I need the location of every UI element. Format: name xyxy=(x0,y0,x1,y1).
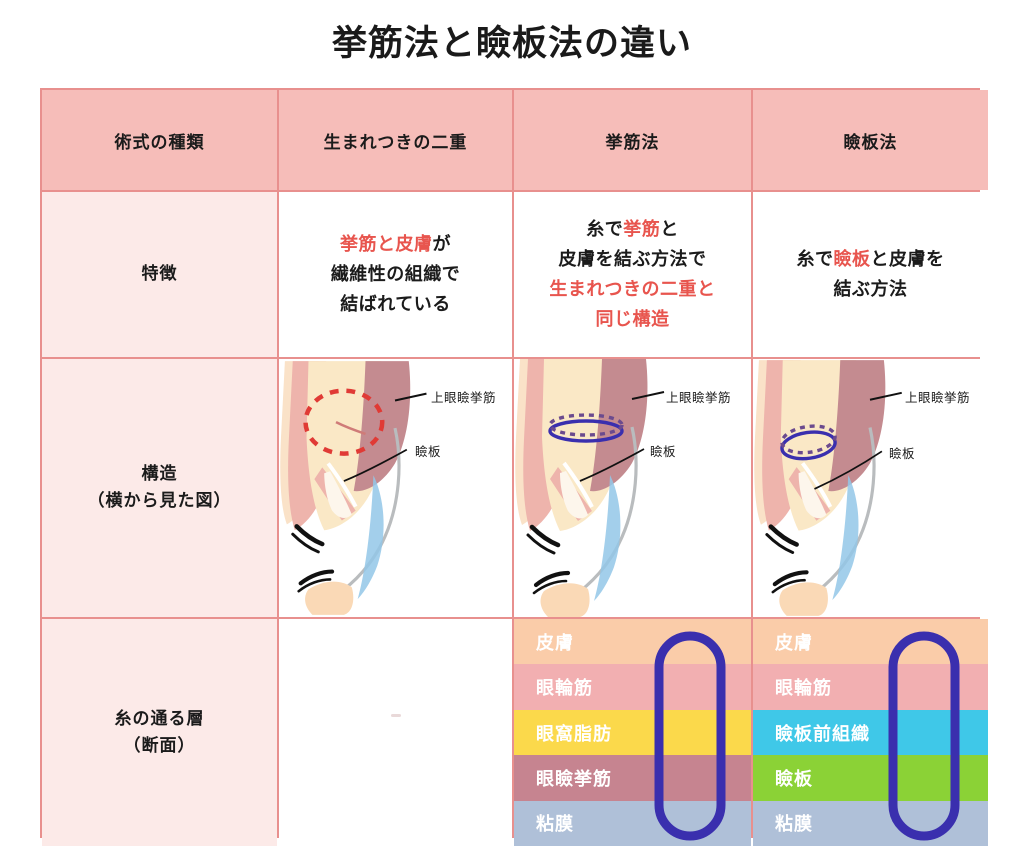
leader-line-levator xyxy=(394,392,427,402)
layer-band: 粘膜 xyxy=(514,800,751,846)
row-label-thread-layers-line2: （断面） xyxy=(123,735,196,756)
table-header-tarsal-method: 瞼板法 xyxy=(753,90,988,190)
feature-text: と xyxy=(660,218,679,240)
diagram-label-tarsus: 瞼板 xyxy=(889,446,916,461)
feature-line: 糸で瞼板と皮膚を xyxy=(797,245,945,275)
table-header-levator-method: 挙筋法 xyxy=(514,90,751,190)
layer-label: 瞼板 xyxy=(775,768,813,790)
layer-label: 粘膜 xyxy=(536,814,574,836)
eyelid-cross-section-icon xyxy=(280,361,427,615)
layer-label: 眼窩脂肪 xyxy=(536,723,612,745)
faint-mark xyxy=(390,714,401,718)
blue-thread-loop-solid xyxy=(780,430,837,461)
table-header-natural-double-eyelid: 生まれつきの二重 xyxy=(279,90,512,190)
red-dashed-highlight-circle xyxy=(303,388,385,456)
layer-band: 眼輪筋 xyxy=(514,664,751,710)
structure-diagram-natural: 上眼瞼挙筋 瞼板 xyxy=(279,359,512,617)
row-label-thread-layers: 糸の通る層 （断面） xyxy=(42,619,277,846)
feature-line-highlight: 生まれつきの二重と xyxy=(549,278,716,300)
comparison-table: 術式の種類 生まれつきの二重 挙筋法 瞼板法 特徴 挙筋と皮膚が 繊維性の組織で… xyxy=(40,88,988,846)
layer-label: 粘膜 xyxy=(775,814,813,836)
eyelid-anatomy-group xyxy=(280,361,427,615)
layer-label: 眼輪筋 xyxy=(536,678,593,700)
layer-band: 粘膜 xyxy=(753,800,988,846)
layer-label: 皮膚 xyxy=(775,632,813,654)
feature-text: と皮膚を xyxy=(870,248,945,270)
feature-text-highlight: 瞼板 xyxy=(833,248,871,270)
row-label-structure-line1: 構造 xyxy=(141,464,178,484)
blue-thread-loop-solid xyxy=(548,419,624,443)
leader-line-levator xyxy=(631,391,665,400)
layers-tarsal-method: 皮膚 眼輪筋 瞼板前組織 瞼板 粘膜 xyxy=(753,619,988,846)
layer-stack: 皮膚 眼輪筋 瞼板前組織 瞼板 粘膜 xyxy=(753,619,988,846)
layer-band: 瞼板 xyxy=(753,755,988,801)
layers-levator-method: 皮膚 眼輪筋 眼窩脂肪 眼瞼挙筋 粘膜 xyxy=(514,619,751,846)
feature-text-highlight: 挙筋 xyxy=(623,218,661,240)
eyelid-anatomy-group xyxy=(754,360,902,616)
leader-line-tarsus xyxy=(343,448,408,482)
feature-levator-method: 糸で挙筋と 皮膚を結ぶ方法で 生まれつきの二重と 同じ構造 xyxy=(514,192,751,357)
layer-label: 眼輪筋 xyxy=(775,678,832,700)
layer-band: 眼瞼挙筋 xyxy=(514,755,751,801)
diagram-label-tarsus: 瞼板 xyxy=(415,444,442,459)
eyelid-cross-section-icon xyxy=(754,360,902,616)
table-header-surgery-type: 術式の種類 xyxy=(42,90,277,190)
feature-tarsal-method: 糸で瞼板と皮膚を 結ぶ方法 xyxy=(753,192,988,357)
diagram-label-levator-muscle: 上眼瞼挙筋 xyxy=(905,390,971,405)
structure-diagram-levator-method: 上眼瞼挙筋 瞼板 xyxy=(514,359,751,617)
row-label-thread-layers-line1: 糸の通る層 xyxy=(114,708,205,729)
feature-line: 繊維性の組織で xyxy=(330,263,461,285)
leader-line-tarsus xyxy=(579,448,645,482)
layer-label: 眼瞼挙筋 xyxy=(536,768,612,790)
layer-label: 瞼板前組織 xyxy=(775,723,870,745)
feature-line: 皮膚を結ぶ方法で xyxy=(558,248,707,270)
feature-line-highlight: 同じ構造 xyxy=(595,308,670,330)
diagram-label-levator-muscle: 上眼瞼挙筋 xyxy=(666,390,732,405)
layer-band: 皮膚 xyxy=(753,619,988,665)
layer-band: 皮膚 xyxy=(514,619,751,665)
layer-stack: 皮膚 眼輪筋 眼窩脂肪 眼瞼挙筋 粘膜 xyxy=(514,619,751,846)
row-label-features: 特徴 xyxy=(42,192,277,357)
feature-text: 糸で xyxy=(796,248,834,270)
structure-diagram-tarsal-method: 上眼瞼挙筋 瞼板 xyxy=(753,359,988,617)
feature-text-highlight: 挙筋と皮膚 xyxy=(340,233,433,255)
layer-label: 皮膚 xyxy=(536,632,574,654)
feature-line: 挙筋と皮膚が xyxy=(331,230,461,260)
page-title: 挙筋法と瞼板法の違い xyxy=(331,24,692,64)
diagram-label-tarsus: 瞼板 xyxy=(650,444,677,459)
layers-natural-empty xyxy=(279,619,512,846)
feature-text: が xyxy=(432,233,451,255)
feature-natural-double-eyelid: 挙筋と皮膚が 繊維性の組織で 結ばれている xyxy=(279,192,512,357)
feature-line: 結ぶ方法 xyxy=(833,278,908,300)
layer-band: 眼窩脂肪 xyxy=(514,709,751,756)
blue-thread-loop-dashed xyxy=(548,413,624,437)
layer-band: 眼輪筋 xyxy=(753,664,988,710)
diagram-label-levator-muscle: 上眼瞼挙筋 xyxy=(431,390,497,405)
feature-text: 糸で xyxy=(586,218,624,240)
leader-line-tarsus xyxy=(814,450,883,490)
row-label-structure: 構造 （横から見た図） xyxy=(42,359,277,617)
layer-band: 瞼板前組織 xyxy=(753,709,988,756)
feature-line: 結ばれている xyxy=(340,293,451,315)
row-label-features-line1: 特徴 xyxy=(141,264,178,284)
eyelid-cross-section-icon xyxy=(515,359,665,617)
feature-line: 糸で挙筋と xyxy=(549,215,715,245)
eyelid-anatomy-group xyxy=(515,359,665,617)
leader-line-levator xyxy=(869,391,902,401)
row-label-structure-line2: （横から見た図） xyxy=(87,491,232,511)
